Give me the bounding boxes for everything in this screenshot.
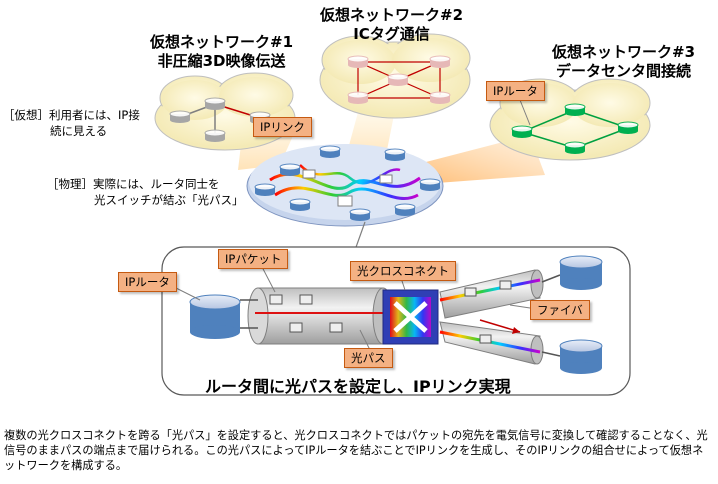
physical-note-line2: 光スイッチが結ぶ「光パス」 xyxy=(94,193,244,207)
router-icon xyxy=(429,55,451,68)
router-left-big xyxy=(189,294,241,339)
router-icon xyxy=(319,145,341,158)
router-icon xyxy=(617,121,639,134)
network-3-title: 仮想ネットワーク#3 データセンタ間接続 xyxy=(552,43,695,81)
router-icon xyxy=(429,91,451,104)
callout-ip-router-bottom: IPルータ xyxy=(118,272,177,292)
network-2-title: 仮想ネットワーク#2 ICタグ通信 xyxy=(320,6,463,44)
physical-note: ［物理］実際には、ルータ同士を 光スイッチが結ぶ「光パス」 xyxy=(47,176,244,208)
callout-ip-router-top: IPルータ xyxy=(486,81,545,101)
router-icon xyxy=(254,183,276,196)
network-3-title-line2: データセンタ間接続 xyxy=(556,62,692,80)
router-right-upper xyxy=(559,255,603,290)
zoom-banner: ルータ間に光パスを設定し、IPリンク実現 xyxy=(205,377,511,396)
router-icon xyxy=(204,129,226,142)
router-icon xyxy=(387,73,409,86)
router-icon xyxy=(384,148,406,161)
router-icon xyxy=(347,55,369,68)
router-right-lower xyxy=(559,339,603,374)
router-icon xyxy=(289,198,311,211)
physical-note-tag: ［物理］ xyxy=(47,177,93,191)
virtual-note-line2: 続に見える xyxy=(50,124,108,138)
callout-fiber: ファイバ xyxy=(530,300,590,320)
callout-optical-path: 光パス xyxy=(344,348,393,368)
router-icon xyxy=(169,110,191,123)
network-1-title: 仮想ネットワーク#1 非圧縮3D映像伝送 xyxy=(150,33,293,71)
router-icon xyxy=(204,97,226,110)
router-icon xyxy=(564,103,586,116)
router-icon xyxy=(564,141,586,154)
virtual-note-line1: 利用者には、IP接 xyxy=(49,108,140,122)
router-icon xyxy=(419,178,441,191)
network-2-title-line2: ICタグ通信 xyxy=(353,25,430,43)
optical-cross-connect-box xyxy=(382,289,439,345)
network-1-title-line1: 仮想ネットワーク#1 xyxy=(150,33,294,51)
network-1-title-line2: 非圧縮3D映像伝送 xyxy=(157,52,286,70)
router-icon xyxy=(349,208,371,221)
figure-caption: 複数の光クロスコネクトを跨る「光パス」を設定すると、光クロスコネクトではパケット… xyxy=(4,429,708,472)
callout-ip-link: IPリンク xyxy=(253,117,312,137)
callout-optical-cross-connect: 光クロスコネクト xyxy=(350,261,456,281)
router-icon xyxy=(279,163,301,176)
virtual-note-tag: ［仮想］ xyxy=(3,108,49,122)
zoom-leader-line xyxy=(354,221,366,251)
physical-note-line1: 実際には、ルータ同士を xyxy=(93,177,220,191)
network-2-title-line1: 仮想ネットワーク#2 xyxy=(320,6,464,24)
virtual-note: ［仮想］利用者には、IP接 続に見える xyxy=(3,107,140,139)
router-icon xyxy=(511,125,533,138)
router-icon xyxy=(347,91,369,104)
callout-ip-packet: IPパケット xyxy=(218,249,289,269)
network-3-title-line1: 仮想ネットワーク#3 xyxy=(552,43,696,61)
fiber-tube-right-upper xyxy=(439,269,561,319)
router-icon xyxy=(394,203,416,216)
